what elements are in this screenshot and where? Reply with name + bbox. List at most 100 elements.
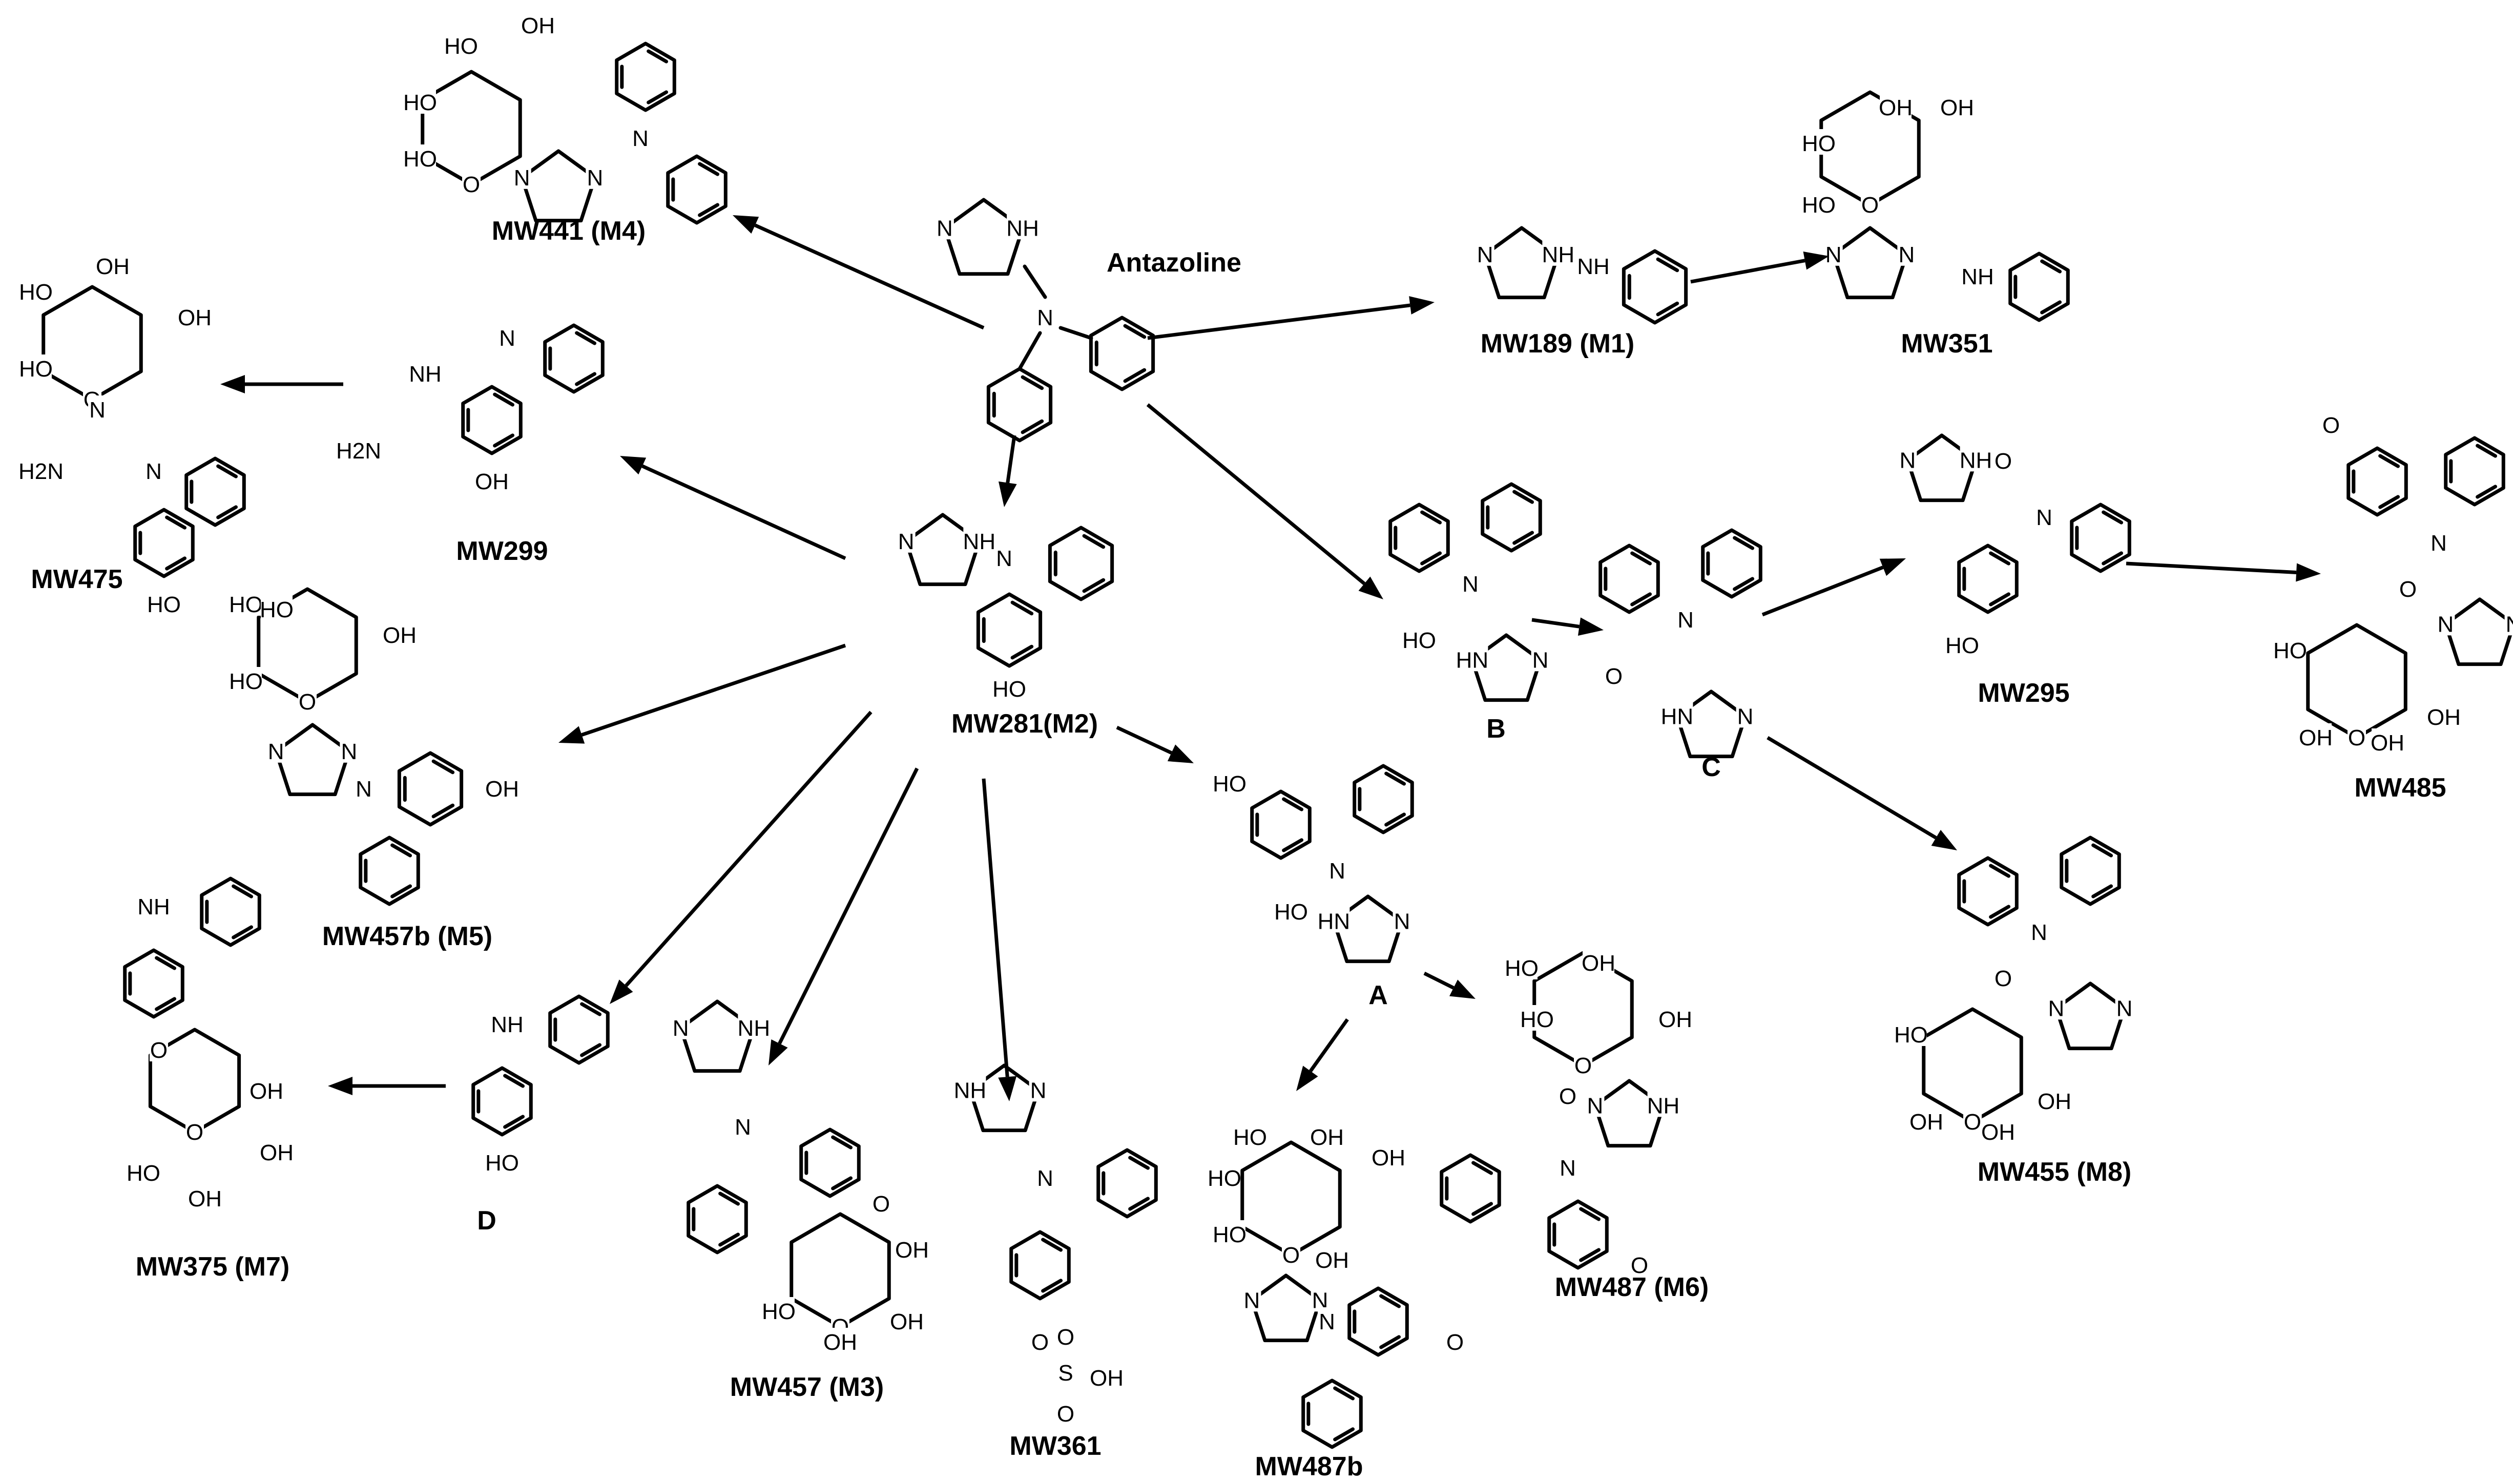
svg-text:N: N <box>587 165 603 191</box>
svg-text:N: N <box>632 126 649 151</box>
atom-ho: HO <box>762 1297 796 1324</box>
m8-phenyl <box>1957 856 2019 927</box>
atom-ho: HO <box>127 1159 160 1186</box>
m2-benzyl <box>1048 526 1114 601</box>
benzene-double-bond <box>2040 259 2062 274</box>
atom-ho: HO <box>1894 1020 1928 1048</box>
atom-hn: HN <box>1456 645 1488 673</box>
benzene-double-bond <box>2476 444 2498 458</box>
benzene-double-bond <box>1579 1248 1601 1262</box>
svg-text:HO: HO <box>444 34 478 59</box>
benzene-double-bond <box>2378 495 2400 509</box>
benzene-double-bond <box>831 1135 853 1149</box>
c-phenyl <box>1598 544 1660 614</box>
svg-text:HO: HO <box>1945 633 1979 658</box>
svg-text:OH: OH <box>1372 1145 1405 1171</box>
svg-text:OH: OH <box>2038 1089 2071 1114</box>
svg-text:HO: HO <box>992 677 1026 702</box>
m8-benzyl <box>2060 835 2121 906</box>
svg-text:N: N <box>2036 505 2052 530</box>
benzene-double-bond <box>1333 1427 1355 1441</box>
atom-nh: NH <box>1647 1091 1679 1118</box>
label-mw487b: MW487b <box>1255 1452 1363 1481</box>
svg-text:N: N <box>1037 305 1053 330</box>
benzene-double-bond <box>698 203 720 217</box>
svg-text:HO: HO <box>1802 193 1836 218</box>
arrow-m2-to-a <box>1116 725 1194 763</box>
svg-text:N: N <box>1477 242 1493 267</box>
atom-n: N <box>266 737 285 764</box>
label-mw361: MW361 <box>1009 1431 1101 1461</box>
svg-text:HN: HN <box>1318 909 1351 934</box>
label-b: B <box>1486 714 1506 744</box>
benzene-double-bond <box>1384 771 1406 786</box>
label-mw455-m8: MW455 (M8) <box>1978 1157 2131 1187</box>
atom-n: N <box>1897 240 1916 267</box>
svg-text:HO: HO <box>1213 771 1247 797</box>
svg-text:N: N <box>1560 1156 1576 1181</box>
svg-text:N: N <box>1319 1309 1335 1334</box>
benzene-double-bond <box>1733 577 1755 591</box>
atom-oh: OH <box>1582 949 1615 976</box>
svg-text:N: N <box>1900 448 1916 473</box>
atom-oh: OH <box>895 1236 929 1263</box>
svg-text:HO: HO <box>1505 956 1539 981</box>
atom-o: O <box>1446 1328 1464 1355</box>
arrow-m2-to-d <box>610 710 873 1004</box>
benzene-double-bond <box>1384 812 1406 827</box>
m6-benzyl <box>1440 1153 1501 1224</box>
atom-o: O <box>1994 447 2012 474</box>
benzene-double-bond <box>1333 1386 1355 1401</box>
mw295-phenol <box>1957 544 2019 614</box>
svg-text:HO: HO <box>127 1161 160 1186</box>
svg-text:N: N <box>356 777 372 802</box>
arrow-m2-to-m3 <box>769 767 919 1065</box>
mw351-oh1: HO <box>1802 129 1836 156</box>
atom-ho: HO <box>485 1148 519 1176</box>
svg-text:N: N <box>1825 242 1842 267</box>
svg-text:OH: OH <box>475 469 509 494</box>
benzene-double-bond <box>390 884 412 898</box>
label-mw475: MW475 <box>31 565 122 594</box>
svg-text:NH: NH <box>1961 264 1994 289</box>
m1-phenyl <box>1622 249 1688 325</box>
benzene-double-bond <box>718 1232 740 1247</box>
atom-n: N <box>1676 605 1695 633</box>
atom-o: O <box>1559 1082 1577 1109</box>
atom-n: N <box>2504 610 2513 637</box>
svg-text:HO: HO <box>1894 1022 1928 1048</box>
svg-text:O: O <box>1631 1253 1648 1278</box>
antazoline-n: N <box>1036 303 1054 330</box>
atom-n: N <box>2047 994 2066 1021</box>
mw485-methoxyphenyl <box>2346 446 2408 517</box>
svg-text:N: N <box>1462 572 1479 597</box>
atom-n: N <box>1824 240 1843 267</box>
svg-text:OH: OH <box>485 777 519 802</box>
mw487b-methoxyphenyl <box>1347 1286 1409 1357</box>
svg-text:HO: HO <box>19 280 53 305</box>
benzene-double-bond <box>1041 1279 1063 1293</box>
atom-o: O <box>2399 575 2417 602</box>
atom-n: N <box>144 457 163 484</box>
arrow-a-to-m6 <box>1423 971 1476 999</box>
m2-phenol <box>976 592 1043 668</box>
atom-nh: NH <box>491 1010 524 1037</box>
svg-text:O: O <box>2348 725 2365 750</box>
atom-n: N <box>1461 570 1480 597</box>
m4-benzyl <box>666 154 728 225</box>
atom-nh: NH <box>954 1076 986 1103</box>
label-mw375-m7: MW375 (M7) <box>136 1252 289 1282</box>
d-benzyl <box>548 994 610 1065</box>
atom-oh: OH <box>1310 1123 1344 1150</box>
atom-n: N <box>1736 702 1755 729</box>
benzene-double-bond <box>2102 510 2124 525</box>
svg-text:NH: NH <box>137 894 170 919</box>
arrows-layer <box>220 215 2321 1101</box>
svg-text:O: O <box>463 172 480 197</box>
label-mw189-m1: MW189 (M1) <box>1481 329 1634 359</box>
svg-text:NH: NH <box>491 1012 524 1037</box>
svg-text:HO: HO <box>229 592 263 617</box>
atom-nh: NH <box>738 1013 770 1041</box>
atom-ho: HO <box>1213 1220 1247 1247</box>
antazoline-phenyl <box>1089 316 1155 391</box>
